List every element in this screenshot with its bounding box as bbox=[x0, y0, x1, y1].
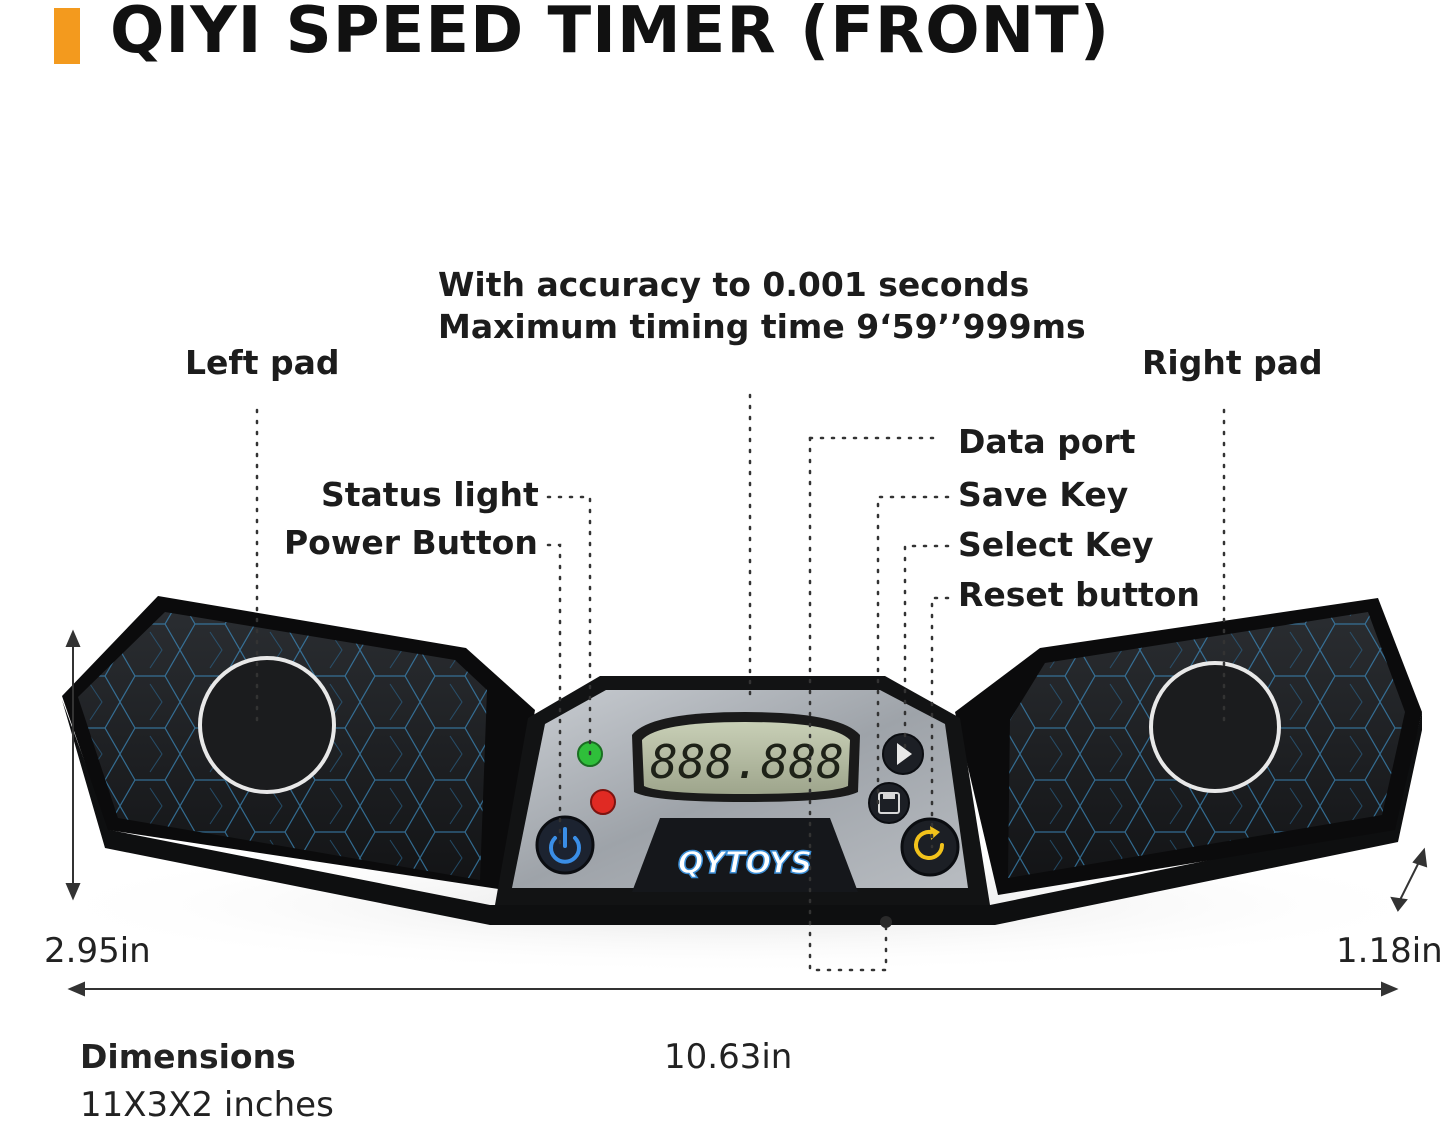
page-title: QIYI SPEED TIMER (FRONT) bbox=[110, 0, 1111, 68]
brand-plate bbox=[632, 818, 858, 892]
height-dimension: 2.95in bbox=[44, 931, 151, 971]
width-dimension: 10.63in bbox=[664, 1037, 793, 1077]
status-light-label: Status light bbox=[321, 475, 539, 514]
data-port-label: Data port bbox=[958, 422, 1136, 461]
overall-dimensions: 11X3X2 inches bbox=[80, 1085, 334, 1125]
accuracy-spec: With accuracy to 0.001 seconds bbox=[438, 265, 1030, 304]
right-pad-label: Right pad bbox=[1142, 343, 1323, 382]
reset-icon bbox=[900, 817, 960, 877]
dimension-arrows bbox=[65, 629, 1428, 997]
max-time-spec: Maximum timing time 9‘59’’999ms bbox=[438, 307, 1086, 346]
play-icon bbox=[882, 733, 924, 775]
left-pad-label: Left pad bbox=[185, 343, 340, 382]
leader-lines bbox=[255, 393, 1226, 972]
select-key-label: Select Key bbox=[958, 525, 1154, 564]
dimensions-heading: Dimensions bbox=[80, 1037, 296, 1076]
data-port bbox=[880, 916, 892, 928]
lcd-digits: 888.888 bbox=[650, 735, 844, 789]
title-accent-bar bbox=[54, 8, 80, 64]
reset-button-label: Reset button bbox=[958, 575, 1200, 614]
lcd-screen bbox=[642, 722, 850, 794]
right-pad-sensor bbox=[1149, 661, 1281, 793]
power-button-label: Power Button bbox=[284, 523, 538, 562]
depth-dimension: 1.18in bbox=[1336, 931, 1443, 971]
power-icon bbox=[535, 815, 595, 875]
save-icon bbox=[868, 782, 910, 824]
left-pad-sensor bbox=[198, 656, 336, 794]
brand-logo: QYTOYS bbox=[678, 846, 812, 881]
status-light-red bbox=[590, 789, 616, 815]
save-key-label: Save Key bbox=[958, 475, 1129, 514]
